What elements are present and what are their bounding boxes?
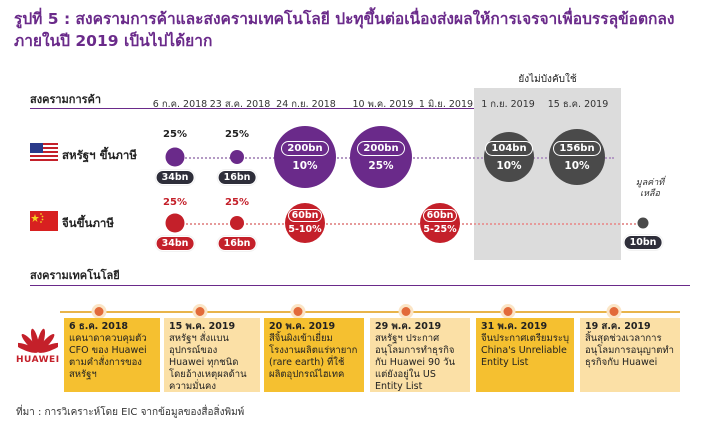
tech-war-rule	[30, 285, 690, 286]
us-e6-rate: 10%	[564, 160, 590, 172]
us-flag-icon	[30, 143, 58, 163]
tech-timeline	[60, 311, 680, 313]
source-note: ที่มา : การวิเคราะห์โดย EIC จากข้อมูลของ…	[16, 407, 245, 418]
tech-dot-3	[290, 304, 306, 319]
cn-e2-circle	[230, 216, 244, 230]
us-e4-circle: 200bn 25%	[350, 126, 412, 188]
us-e3-circle: 200bn 10%	[274, 126, 336, 188]
us-e3-rate: 10%	[292, 160, 318, 172]
trade-war-rule	[30, 108, 474, 109]
date-2: 23 ส.ค. 2018	[209, 99, 271, 110]
date-1: 6 ก.ค. 2018	[152, 99, 208, 110]
us-e2-circle	[230, 150, 244, 164]
cn-e1-rate: 25%	[163, 197, 187, 208]
us-e5-rate: 10%	[496, 160, 522, 172]
tech-event-text: จีนประกาศเตรียมระบุ China's Unreliable E…	[481, 333, 569, 368]
tech-dot-1	[91, 304, 107, 319]
tech-event-date: 31 พ.ค. 2019	[481, 321, 548, 332]
tech-event-text: สีจิ้นผิงเข้าเยี่ยมโรงงานผลิตแร่หายาก (r…	[269, 333, 358, 380]
pending-label: ยังไม่บังคับใช้	[518, 74, 577, 85]
tech-event-text: สิ้นสุดช่วงเวลาการอนุโลมการอนุญาตทำธุรกิ…	[585, 333, 674, 368]
us-e2-amount: 16bn	[217, 170, 257, 185]
us-e4-amount: 200bn	[357, 141, 405, 156]
cn-e3-rate: 5-10%	[288, 224, 322, 235]
date-4: 10 พ.ค. 2019	[352, 99, 414, 110]
date-5: 1 มิ.ย. 2019	[418, 99, 474, 110]
us-e5-amount: 104bn	[485, 141, 533, 156]
cn-e2-rate: 25%	[225, 197, 249, 208]
date-7: 15 ธ.ค. 2019	[547, 99, 609, 110]
tech-event-text: สหรัฐฯ สั่งแบนอุปกรณ์ของ Huawei ทุกชนิดโ…	[169, 333, 247, 392]
tech-event-text: สหรัฐฯ ประกาศอนุโลมการทำธุรกิจกับ Huawei…	[375, 333, 455, 392]
us-e5-circle: 104bn 10%	[484, 132, 534, 182]
figure-title: รูปที่ 5 : สงครามการค้าและสงครามเทคโนโลย…	[14, 10, 675, 50]
cn-e3-circle: 60bn 5-10%	[285, 203, 325, 243]
cn-e4-circle: 60bn 5-25%	[420, 203, 460, 243]
tech-event-2: 15 พ.ค. 2019 สหรัฐฯ สั่งแบนอุปกรณ์ของ Hu…	[164, 318, 260, 392]
huawei-logo-icon	[18, 328, 58, 353]
tech-dot-6	[606, 304, 622, 319]
us-e1-circle	[165, 147, 185, 167]
us-e6-circle: 156bn 10%	[549, 129, 605, 185]
tech-event-1: 6 ธ.ค. 2018 แคนาดาควบคุมตัว CFO ของ Huaw…	[64, 318, 160, 392]
china-row-label: จีนขึ้นภาษี	[62, 216, 114, 230]
residual-circle	[637, 217, 649, 229]
us-e2-rate: 25%	[225, 129, 249, 140]
us-e6-amount: 156bn	[553, 141, 601, 156]
china-flag-icon	[30, 211, 58, 231]
tech-dot-2	[192, 304, 208, 319]
tech-dot-5	[500, 304, 516, 319]
tech-event-date: 29 พ.ค. 2019	[375, 321, 442, 332]
tech-event-date: 6 ธ.ค. 2018	[69, 321, 129, 332]
tech-dot-4	[398, 304, 414, 319]
cn-e1-amount: 34bn	[155, 236, 195, 251]
cn-e1-circle	[165, 213, 185, 233]
us-e3-amount: 200bn	[281, 141, 329, 156]
tech-event-3: 20 พ.ค. 2019 สีจิ้นผิงเข้าเยี่ยมโรงงานผล…	[264, 318, 364, 392]
us-e1-amount: 34bn	[155, 170, 195, 185]
trade-war-label: สงครามการค้า	[30, 93, 102, 106]
tech-war-label: สงครามเทคโนโลยี	[30, 269, 120, 282]
cn-e3-amount: 60bn	[287, 209, 323, 222]
cn-e4-rate: 5-25%	[423, 224, 457, 235]
us-e1-rate: 25%	[163, 129, 187, 140]
tech-event-6: 19 ส.ค. 2019 สิ้นสุดช่วงเวลาการอนุโลมการ…	[580, 318, 680, 392]
us-e4-rate: 25%	[368, 160, 394, 172]
date-6: 1 ก.ย. 2019	[481, 99, 535, 110]
cn-e2-amount: 16bn	[217, 236, 257, 251]
tech-event-date: 19 ส.ค. 2019	[585, 321, 651, 332]
residual-label: มูลค่าที่เหลือ	[635, 178, 665, 199]
tech-event-date: 15 พ.ค. 2019	[169, 321, 236, 332]
date-3: 24 ก.ย. 2018	[276, 99, 336, 110]
tech-event-text: แคนาดาควบคุมตัว CFO ของ Huawei ตามคำสั่ง…	[69, 333, 147, 380]
us-row-label: สหรัฐฯ ขึ้นภาษี	[62, 148, 137, 162]
tech-event-date: 20 พ.ค. 2019	[269, 321, 336, 332]
huawei-logo-text: HUAWEI	[16, 355, 60, 365]
tech-event-5: 31 พ.ค. 2019 จีนประกาศเตรียมระบุ China's…	[476, 318, 574, 392]
china-timeline	[174, 223, 644, 225]
tech-event-4: 29 พ.ค. 2019 สหรัฐฯ ประกาศอนุโลมการทำธุร…	[370, 318, 470, 392]
cn-e4-amount: 60bn	[422, 209, 458, 222]
residual-amount: 10bn	[623, 235, 663, 250]
